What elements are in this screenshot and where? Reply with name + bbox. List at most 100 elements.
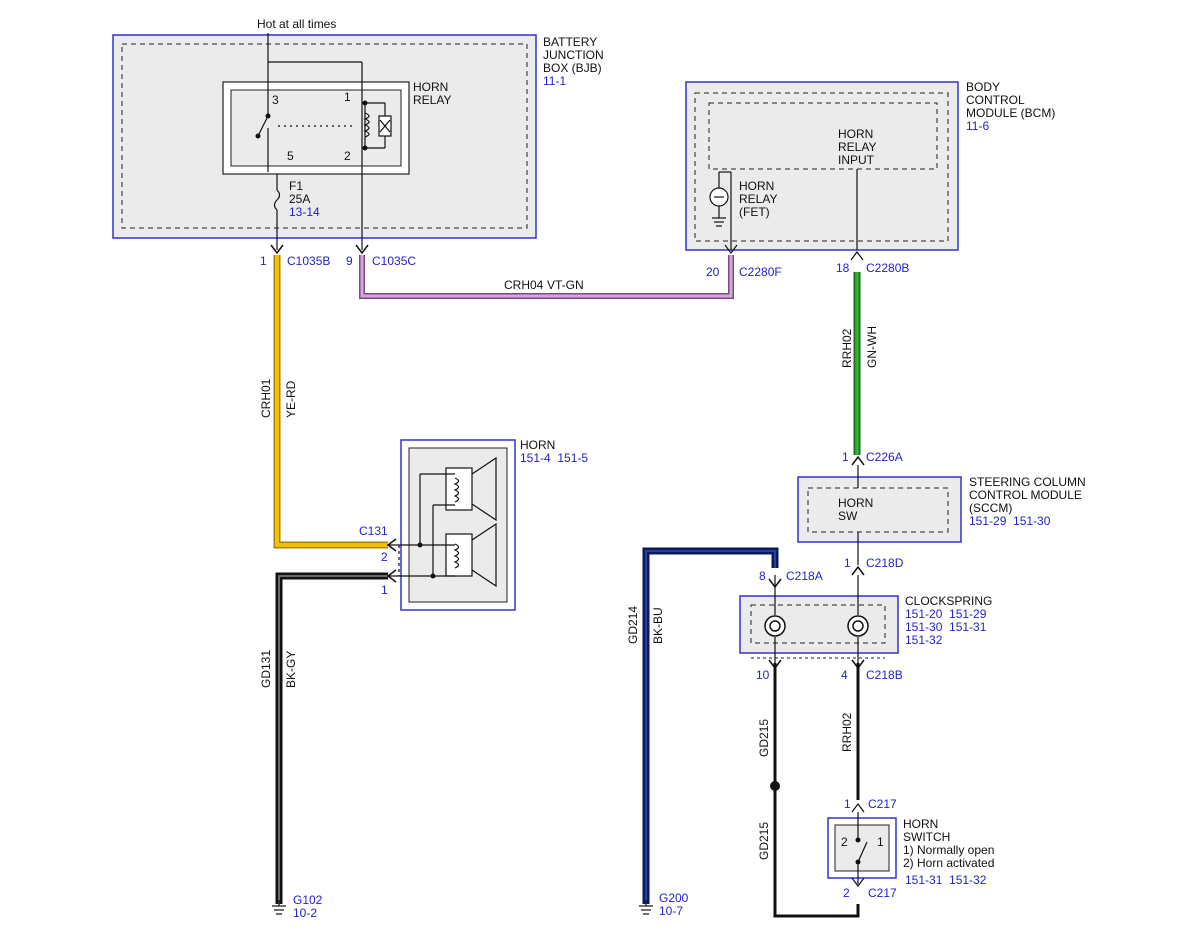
sccm-name-1: STEERING COLUMN: [969, 475, 1086, 489]
crh04-color: VT-GN: [547, 278, 584, 292]
bcm-fet-1: HORN: [739, 179, 774, 193]
horn-switch-pin-2: 2: [841, 835, 848, 849]
g102-name: G102: [293, 893, 323, 907]
fuse-f1: [273, 174, 281, 250]
relay-label-2: RELAY: [413, 93, 451, 107]
sccm-name-3: (SCCM): [969, 501, 1012, 515]
gd214-color: BK-BU: [651, 607, 665, 644]
g200-name: G200: [659, 891, 689, 905]
sccm-refs: 151-29 151-30: [969, 514, 1051, 528]
gd215-a-circuit: GD215: [757, 719, 771, 757]
fuse-ref: 13-14: [289, 205, 320, 219]
horn-switch-symbol: [851, 803, 868, 887]
bcm-input-3: INPUT: [838, 153, 875, 167]
clockspring-refs-1: 151-20 151-29: [905, 607, 987, 621]
clockspring-coils: [764, 615, 869, 637]
c218a-pin: 8: [759, 569, 766, 583]
horn-name: HORN: [520, 438, 555, 452]
c2280f-pin: 20: [706, 265, 720, 279]
horn-symbols: [388, 456, 497, 588]
sccm-sw-2: SW: [838, 509, 858, 523]
bjb-name-2: JUNCTION: [543, 48, 604, 62]
relay-internals: [257, 33, 392, 250]
gd215-b-circuit: GD215: [757, 822, 771, 860]
sccm-name-2: CONTROL MODULE: [969, 488, 1082, 502]
relay-pin-3: 3: [272, 93, 279, 107]
relay-dots: [255, 100, 368, 151]
sccm-connectors: [851, 455, 865, 576]
horn-switch: [827, 817, 897, 879]
horn-switch-name-1: HORN: [903, 817, 938, 831]
c1035b-pin: 1: [260, 254, 267, 268]
wire-gd214: [642, 547, 779, 904]
clockspring-name: CLOCKSPRING: [905, 594, 992, 608]
crh01-color: YE-RD: [284, 380, 298, 418]
bjb-name-1: BATTERY: [543, 35, 597, 49]
c131-arrows: [386, 538, 397, 583]
relay-pin-1: 1: [344, 90, 351, 104]
wire-crh01: [273, 255, 388, 549]
c217-bottom-name: C217: [868, 886, 897, 900]
c226a-pin: 1: [842, 450, 849, 464]
bcm-input-1: HORN: [838, 127, 873, 141]
g102-ref: 10-2: [293, 906, 317, 920]
sccm-sw-1: HORN: [838, 496, 873, 510]
rrh02-top-circuit: RRH02: [840, 328, 854, 368]
c218b-name: C218B: [866, 668, 903, 682]
bcm-name-3: MODULE (BCM): [966, 106, 1055, 120]
ground-g102-symbol: [272, 900, 286, 915]
c131-pin-1: 1: [381, 583, 388, 597]
horn-switch-name-2: SWITCH: [903, 830, 950, 844]
crh01-circuit: CRH01: [259, 378, 273, 418]
bcm-name-2: CONTROL: [966, 93, 1025, 107]
relay-pin-2: 2: [344, 149, 351, 163]
c218b-left-pin: 10: [756, 668, 770, 682]
wire-crh04: [359, 255, 734, 299]
top-label: Hot at all times: [257, 17, 336, 31]
g200-ref: 10-7: [659, 904, 683, 918]
steering-column-control-module: [797, 465, 962, 565]
bcm-fet: [709, 169, 864, 261]
horn-switch-pin-1: 1: [877, 835, 884, 849]
horn-switch-dots: [855, 837, 861, 865]
bcm-input-2: RELAY: [838, 140, 876, 154]
bcm-name-1: BODY: [966, 80, 1000, 94]
bcm-fet-2: RELAY: [739, 192, 777, 206]
c1035b-name: C1035B: [287, 254, 330, 268]
c131-pin-2: 2: [381, 550, 388, 564]
battery-junction-box: [112, 34, 537, 239]
relay-label-1: HORN: [413, 80, 448, 94]
clockspring-connectors: [768, 578, 865, 670]
crh04-circuit: CRH04: [504, 278, 544, 292]
bjb-connectors: [270, 244, 369, 255]
fuse-name: F1: [289, 179, 303, 193]
rrh02-top-color: GN-WH: [865, 326, 879, 368]
clockspring-refs-2: 151-30 151-31: [905, 620, 987, 634]
bjb-ref: 11-1: [543, 74, 566, 88]
gd131-color: BK-GY: [284, 651, 298, 688]
c218a-name: C218A: [786, 569, 823, 583]
c218b-pin: 4: [841, 668, 848, 682]
rrh02-bottom-circuit: RRH02: [840, 712, 854, 752]
c218d-name: C218D: [866, 556, 904, 570]
c217-top-pin: 1: [844, 797, 851, 811]
bjb-name-3: BOX (BJB): [543, 61, 602, 75]
c1035c-name: C1035C: [372, 254, 416, 268]
c2280b-pin: 18: [836, 261, 850, 275]
c131-name: C131: [359, 524, 388, 538]
bcm-ref: 11-6: [966, 119, 989, 133]
clockspring: [739, 575, 899, 663]
c217-bottom-pin: 2: [843, 886, 850, 900]
horn-switch-state-2: 2) Horn activated: [903, 856, 994, 870]
c2280b-name: C2280B: [866, 261, 909, 275]
horn-component: [400, 439, 516, 611]
c2280f-name: C2280F: [739, 265, 782, 279]
c226a-name: C226A: [866, 450, 903, 464]
horn-dots: [417, 542, 436, 579]
c218d-pin: 1: [844, 556, 851, 570]
gd131-circuit: GD131: [259, 650, 273, 688]
c217-top-name: C217: [868, 797, 897, 811]
wire-gd131: [275, 572, 388, 904]
clockspring-refs-3: 151-32: [905, 633, 943, 647]
horn-switch-state-1: 1) Normally open: [903, 843, 994, 857]
